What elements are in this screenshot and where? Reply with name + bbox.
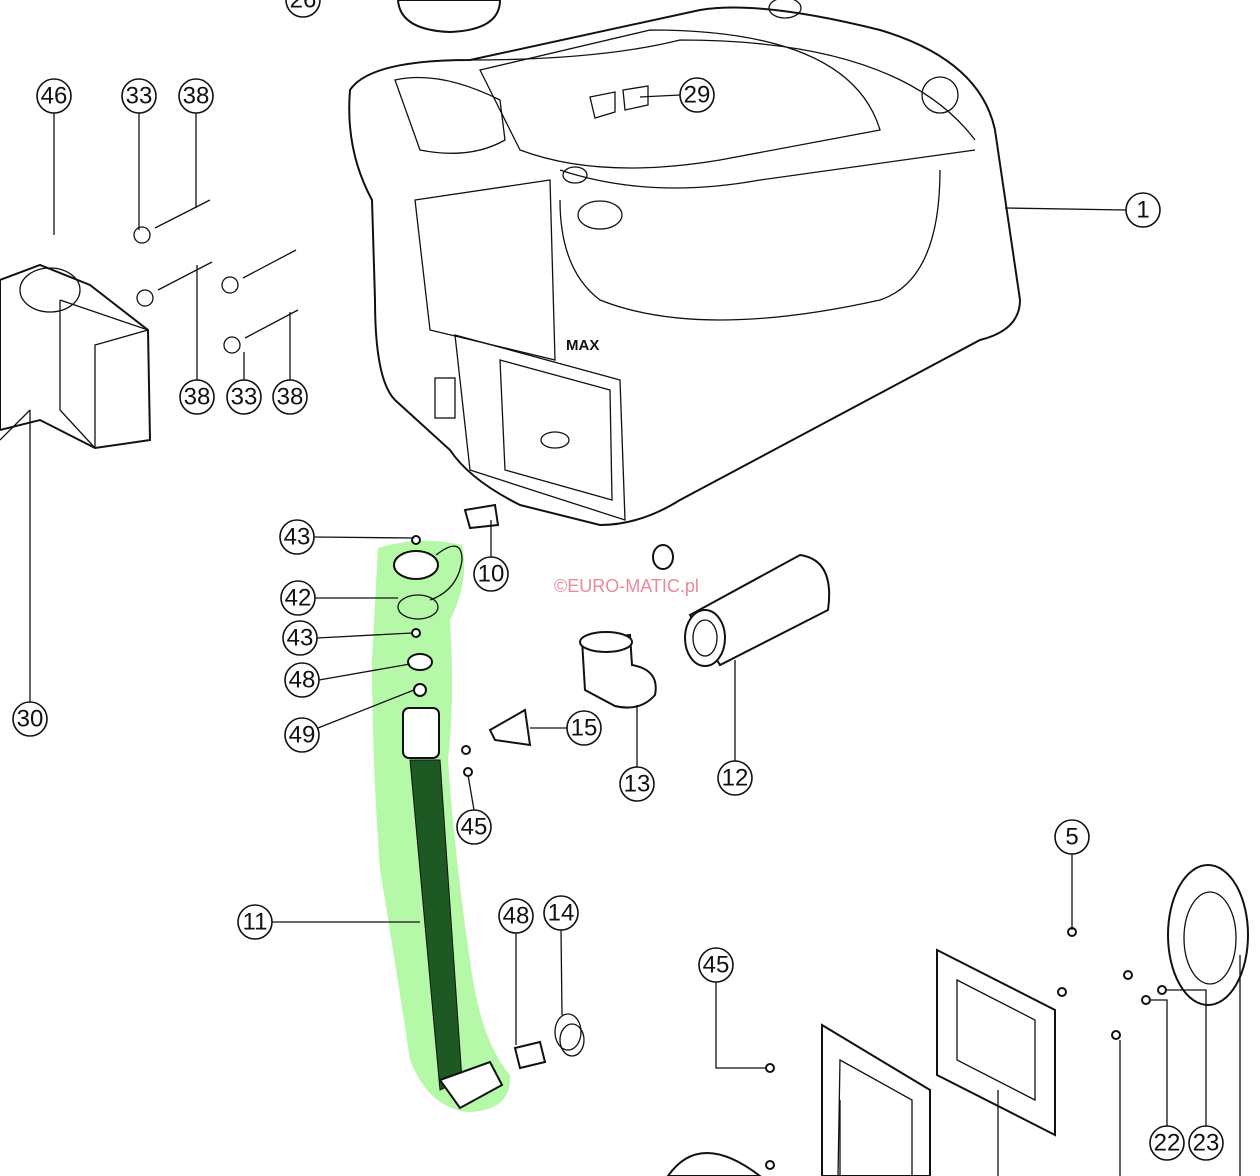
bracket-part-30 bbox=[0, 263, 152, 450]
screw-45 bbox=[461, 745, 471, 755]
bolts-and-washers bbox=[53, 199, 299, 354]
callout-33: 33 bbox=[121, 78, 157, 114]
callout-38: 38 bbox=[178, 78, 214, 114]
svg-text:45: 45 bbox=[461, 814, 488, 841]
svg-text:49: 49 bbox=[289, 722, 316, 749]
callout-13: 13 bbox=[619, 766, 655, 802]
callout-10: 10 bbox=[473, 556, 509, 592]
svg-text:48: 48 bbox=[289, 667, 316, 694]
callout-33: 33 bbox=[226, 379, 262, 415]
svg-text:33: 33 bbox=[231, 384, 258, 411]
svg-text:22: 22 bbox=[1154, 1130, 1181, 1157]
callout-45: 45 bbox=[456, 809, 492, 845]
svg-text:38: 38 bbox=[277, 384, 304, 411]
callout-43: 43 bbox=[282, 620, 318, 656]
svg-text:10: 10 bbox=[478, 561, 505, 588]
callout-1: 1 bbox=[1125, 192, 1161, 228]
svg-text:5: 5 bbox=[1065, 824, 1078, 851]
callout-38: 38 bbox=[179, 379, 215, 415]
callout-5: 5 bbox=[1054, 819, 1090, 855]
svg-text:13: 13 bbox=[624, 771, 651, 798]
callout-49: 49 bbox=[284, 717, 320, 753]
elbow-part-13 bbox=[579, 631, 657, 709]
callout-26: 26 bbox=[285, 0, 321, 18]
callout-48: 48 bbox=[498, 898, 534, 934]
svg-text:38: 38 bbox=[184, 384, 211, 411]
callout-29: 29 bbox=[679, 77, 715, 113]
svg-text:26: 26 bbox=[290, 0, 317, 14]
clip-part-15 bbox=[488, 708, 532, 747]
callout-14: 14 bbox=[543, 895, 579, 931]
svg-text:14: 14 bbox=[548, 900, 575, 927]
tube-part-12 bbox=[684, 553, 831, 667]
leader-lines bbox=[0, 94, 1241, 1176]
svg-text:30: 30 bbox=[17, 706, 44, 733]
svg-text:43: 43 bbox=[287, 625, 314, 652]
cap-part-48 bbox=[513, 1040, 547, 1070]
svg-text:43: 43 bbox=[284, 524, 311, 551]
callout-12: 12 bbox=[717, 760, 753, 796]
svg-text:1: 1 bbox=[1136, 197, 1149, 224]
watermark: ©EURO-MATIC.pl bbox=[554, 576, 699, 596]
callout-15: 15 bbox=[566, 710, 602, 746]
screw-43b bbox=[411, 628, 421, 638]
hose-part-11 bbox=[393, 545, 504, 1110]
callout-11: 11 bbox=[237, 904, 273, 940]
svg-text:42: 42 bbox=[285, 585, 312, 612]
callout-22: 22 bbox=[1149, 1125, 1185, 1161]
screw-43 bbox=[411, 535, 421, 545]
callout-45: 45 bbox=[698, 947, 734, 983]
elbow-part-10 bbox=[463, 503, 500, 530]
clamp-part-14 bbox=[554, 1013, 585, 1057]
svg-text:23: 23 bbox=[1193, 1130, 1220, 1157]
svg-text:15: 15 bbox=[571, 715, 598, 742]
tank-max-marking: MAX bbox=[566, 337, 599, 354]
svg-text:29: 29 bbox=[684, 82, 711, 109]
svg-text:46: 46 bbox=[41, 83, 68, 110]
callout-38: 38 bbox=[272, 379, 308, 415]
callout-48: 48 bbox=[284, 662, 320, 698]
svg-text:33: 33 bbox=[126, 83, 153, 110]
callout-30: 30 bbox=[12, 701, 48, 737]
svg-text:11: 11 bbox=[243, 909, 268, 936]
svg-text:38: 38 bbox=[183, 83, 210, 110]
tank-part-1: MAX bbox=[348, 0, 1022, 570]
svg-text:48: 48 bbox=[503, 903, 530, 930]
callout-23: 23 bbox=[1188, 1125, 1224, 1161]
svg-text:45: 45 bbox=[703, 952, 730, 979]
callout-43: 43 bbox=[279, 519, 315, 555]
screw-45b bbox=[463, 767, 473, 777]
flange-plates bbox=[666, 864, 1249, 1176]
callout-42: 42 bbox=[280, 580, 316, 616]
part-26 bbox=[396, 0, 502, 34]
svg-text:12: 12 bbox=[722, 765, 749, 792]
callout-46: 46 bbox=[36, 78, 72, 114]
